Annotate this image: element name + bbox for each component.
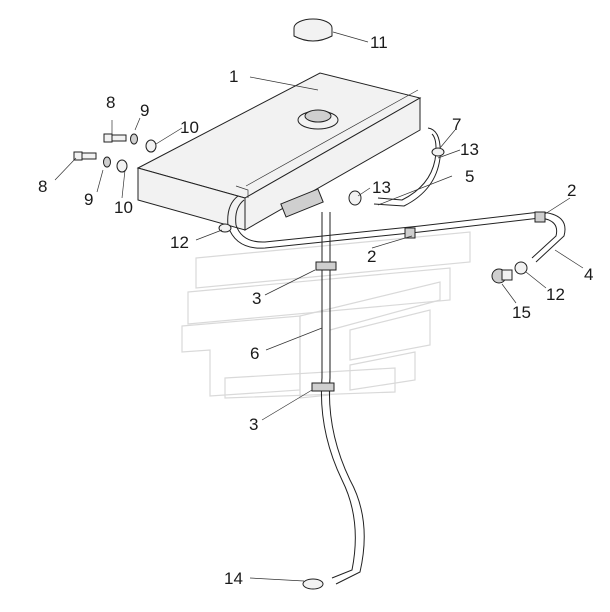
bolt-upper (103, 133, 127, 143)
fitting-15 (491, 268, 513, 284)
callout-3: 3 (252, 289, 261, 308)
fitting-13 (348, 190, 362, 206)
flat-washer-upper (145, 139, 157, 153)
washer-upper (130, 133, 138, 145)
callout-7: 7 (452, 115, 461, 134)
callout-8: 8 (106, 93, 115, 112)
callout-11: 11 (370, 33, 388, 52)
watermark-logo (181, 231, 471, 399)
callout-15: 15 (512, 303, 531, 322)
callout-9: 9 (84, 190, 93, 209)
bolt-lower (73, 151, 97, 161)
hose-return (373, 127, 441, 207)
flat-washer-lower (116, 159, 128, 173)
hose-drain (320, 212, 365, 585)
callout-12: 12 (170, 233, 189, 252)
washer-lower (103, 156, 111, 168)
callout-1: 1 (229, 67, 238, 86)
fuel-tank (136, 72, 422, 231)
callout-13: 13 (372, 178, 391, 197)
callout-14: 14 (224, 569, 243, 588)
clamp-mid (404, 227, 416, 239)
callout-2: 2 (367, 247, 376, 266)
tank-bracket (280, 188, 324, 218)
leader-lines (54, 31, 584, 582)
clamp-lower (311, 382, 335, 392)
callout-10: 10 (114, 198, 133, 217)
drain-clamp (302, 578, 324, 590)
callout-13: 13 (460, 140, 479, 159)
callout-9: 9 (140, 101, 149, 120)
fitting-return (431, 147, 445, 157)
callout-12: 12 (546, 285, 565, 304)
callout-8: 8 (38, 177, 47, 196)
callout-3: 3 (249, 415, 258, 434)
callout-5: 5 (465, 167, 474, 186)
callout-10: 10 (180, 118, 199, 137)
callout-2: 2 (567, 181, 576, 200)
clamp-right (534, 211, 546, 223)
clamp-upper (315, 261, 337, 271)
callout-4: 4 (584, 265, 593, 284)
callout-labels: 1 2 2 3 3 4 5 6 7 8 8 9 9 10 10 11 12 12… (38, 33, 593, 588)
fitting-12-right (514, 261, 528, 275)
callout-6: 6 (250, 344, 259, 363)
tank-cap (293, 18, 333, 42)
